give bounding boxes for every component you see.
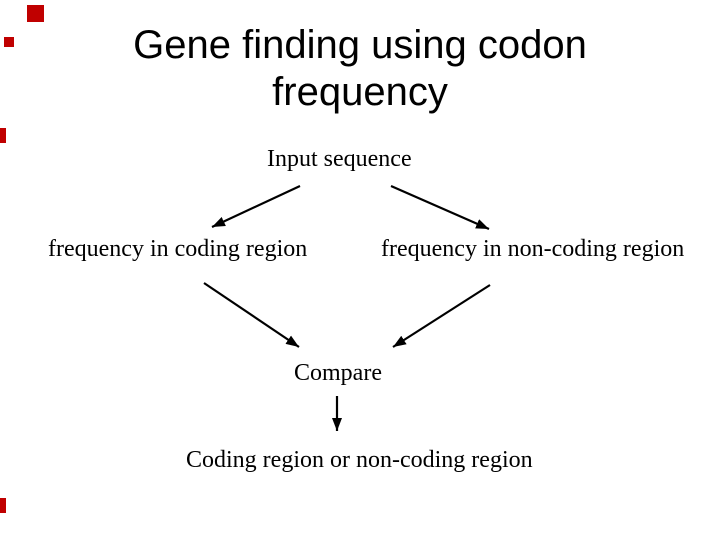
node-result: Coding region or non-coding region bbox=[186, 447, 533, 473]
template-accent-mark bbox=[4, 37, 14, 47]
node-input-sequence: Input sequence bbox=[267, 146, 412, 172]
page-title: Gene finding using codon frequency bbox=[0, 22, 720, 116]
arrow-coding-to-compare bbox=[203, 282, 300, 348]
template-accent-mark bbox=[0, 498, 6, 513]
node-compare: Compare bbox=[294, 360, 382, 386]
template-accent-mark bbox=[0, 128, 6, 143]
arrow-input-to-noncoding bbox=[390, 184, 490, 231]
node-frequency-coding-region: frequency in coding region bbox=[48, 236, 308, 262]
node-frequency-non-coding-region: frequency in non-coding region bbox=[381, 236, 685, 262]
template-accent-mark bbox=[27, 5, 44, 22]
page-title-text: Gene finding using codon frequency bbox=[133, 23, 587, 114]
arrow-noncoding-to-compare bbox=[392, 284, 491, 348]
arrow-input-to-coding bbox=[211, 185, 301, 228]
